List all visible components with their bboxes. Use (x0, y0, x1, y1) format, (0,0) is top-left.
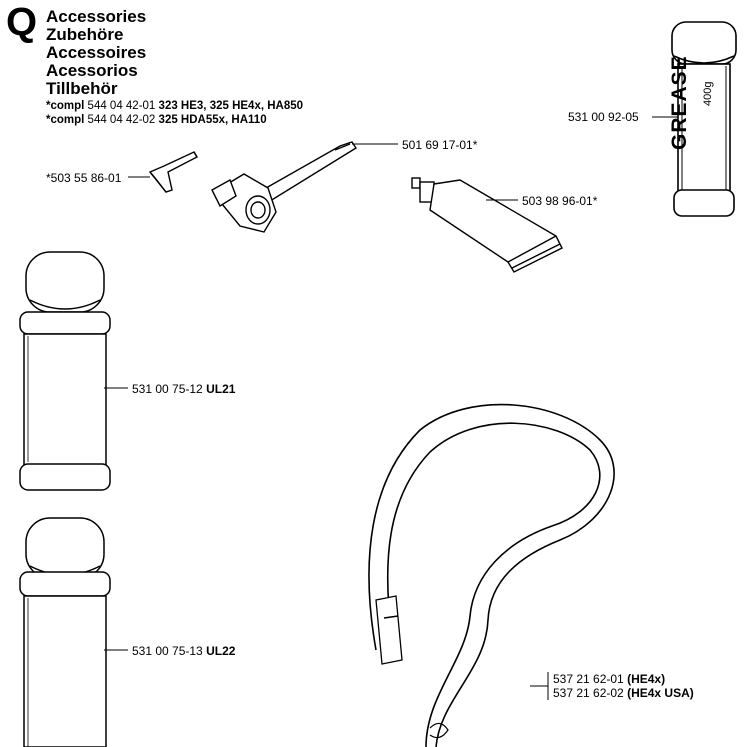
callout-strap-2: 537 21 62-02 (HE4x USA) (553, 686, 694, 700)
part-number: 531 00 92-05 (568, 110, 639, 124)
grease-cartridge-drawing (671, 21, 737, 217)
part-number: 531 00 75-13 (132, 644, 203, 658)
compl-line-1: *compl 544 04 42-01 323 HE3, 325 HE4x, H… (46, 99, 303, 113)
part-number: 537 21 62-02 (553, 686, 624, 700)
title-de: Zubehöre (46, 25, 124, 44)
part-number: 503 98 96-01* (522, 194, 598, 208)
compl-part: 544 04 42-01 (87, 100, 156, 112)
grease-print-word: GREASE (668, 55, 691, 150)
part-variant: (HE4x) (627, 672, 666, 686)
spray-can-ul21-drawing (19, 251, 111, 491)
spray-can-ul22-drawing (19, 517, 111, 747)
part-variant: (HE4x USA) (627, 686, 694, 700)
callout-wrench: 501 69 17-01* (402, 138, 477, 152)
callout-spray-ul22: 531 00 75-13 UL22 (132, 644, 235, 658)
part-number: *503 55 86-01 (46, 171, 122, 185)
part-number: 501 69 17-01* (402, 138, 478, 152)
part-number: 537 21 62-01 (553, 672, 624, 686)
title-fr: Accessoires (46, 43, 147, 62)
paste-tube-drawing (411, 177, 563, 273)
section-letter: Q (6, 0, 38, 44)
wrench-drawing (211, 141, 357, 233)
strap-drawing (368, 403, 615, 747)
compl-prefix: *compl (46, 100, 85, 112)
title-es: Acessorios (46, 61, 138, 80)
part-number: 531 00 75-12 (132, 382, 203, 396)
callout-spray-ul21: 531 00 75-12 UL21 (132, 382, 235, 396)
callout-tube: 503 98 96-01* (522, 194, 597, 208)
hex-key-drawing (148, 151, 198, 193)
compl-line-2: *compl 544 04 42-02 325 HDA55x, HA110 (46, 113, 267, 127)
callout-grease: 531 00 92-05 (568, 110, 639, 124)
leader-strap (530, 672, 549, 700)
compl-part: 544 04 42-02 (87, 114, 156, 126)
title-en: Accessories (46, 7, 147, 26)
title-sv: Tillbehör (46, 79, 118, 98)
part-variant: UL21 (206, 382, 236, 396)
compl-prefix: *compl (46, 114, 85, 126)
compl-models: 323 HE3, 325 HE4x, HA850 (158, 100, 304, 112)
grease-print-weight: 400g (702, 81, 714, 106)
compl-models: 325 HDA55x, HA110 (158, 114, 267, 126)
part-variant: UL22 (206, 644, 236, 658)
callout-hex-key: *503 55 86-01 (46, 171, 121, 185)
callout-strap-1: 537 21 62-01 (HE4x) (553, 672, 665, 686)
